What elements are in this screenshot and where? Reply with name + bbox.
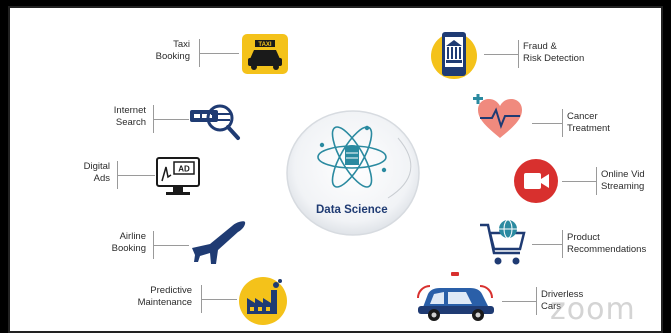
center-title: Data Science — [316, 204, 388, 216]
connector-search — [153, 119, 189, 120]
connector-product-tick — [562, 230, 563, 258]
label-product-recommendations: Product Recommendations — [567, 232, 647, 255]
label-digital-ads: Digital Ads — [83, 161, 110, 184]
connector-predictive — [201, 299, 237, 300]
connector-airline — [153, 245, 189, 246]
connector-video-tick — [596, 167, 597, 195]
car-icon — [417, 272, 494, 321]
bank-phone-icon — [431, 32, 477, 79]
search-icon — [190, 104, 240, 140]
connector-cancer-tick — [562, 109, 563, 137]
atom-database-icon — [317, 125, 387, 188]
taxi-sign-text: TAXI — [258, 42, 272, 48]
video-camera-icon — [514, 159, 558, 203]
connector-cancer — [532, 123, 562, 124]
label-cancer-treatment: Cancer Treatment — [567, 111, 610, 134]
label-online-video-streaming: Online Vid Streaming — [601, 169, 645, 192]
label-internet-search: Internet Search — [113, 105, 146, 128]
slide-canvas: Data Science Taxi Booking TAXI Internet … — [8, 6, 663, 333]
label-airline-booking: Airline Booking — [111, 231, 146, 254]
center-circle — [286, 110, 420, 236]
ad-icon-text: AD — [178, 165, 190, 174]
label-taxi-booking: Taxi Booking — [155, 39, 190, 62]
connector-driverless — [502, 301, 536, 302]
zoom-watermark: zoom — [550, 292, 636, 327]
connector-product — [532, 244, 562, 245]
factory-icon — [239, 277, 287, 325]
label-predictive-maintenance: Predictive Maintenance — [137, 285, 192, 308]
heart-health-icon — [473, 94, 522, 138]
taxi-icon: TAXI — [242, 34, 288, 74]
connector-fraud-tick — [518, 40, 519, 68]
connector-video — [562, 181, 596, 182]
shopping-cart-icon — [480, 219, 526, 265]
connector-driverless-tick — [536, 287, 537, 315]
label-fraud-risk: Fraud & Risk Detection — [523, 41, 585, 64]
connector-taxi — [199, 53, 239, 54]
airplane-icon — [192, 221, 246, 264]
ad-monitor-icon: AD — [156, 157, 200, 195]
connector-ads — [117, 175, 155, 176]
connector-fraud — [484, 54, 518, 55]
label-driverless-cars: Driverless Cars — [541, 289, 584, 312]
